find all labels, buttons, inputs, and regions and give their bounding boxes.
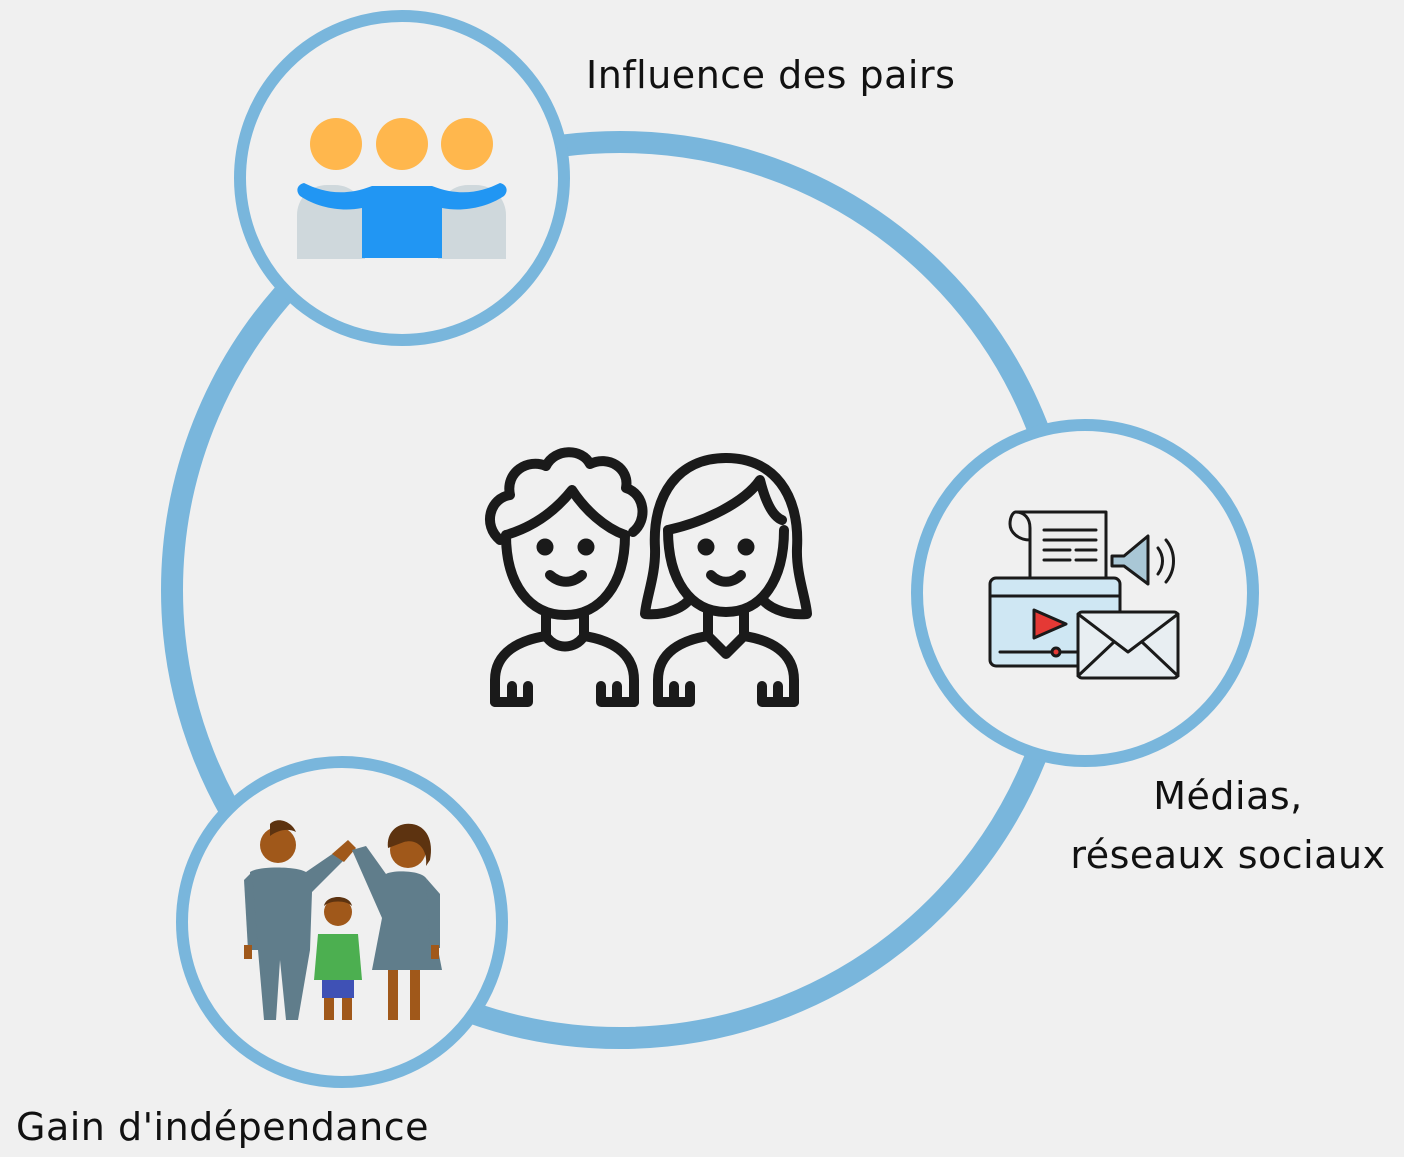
- girl-figure: [640, 453, 812, 707]
- node-media-label-line2: réseaux sociaux: [1070, 832, 1386, 877]
- media-newspaper-video-mail-icon: [988, 510, 1180, 680]
- node-independence: [176, 756, 508, 1088]
- group-of-people-icon: [297, 118, 507, 259]
- node-peers: [234, 10, 570, 346]
- node-peers-label: Influence des pairs: [586, 53, 956, 97]
- node-media-label-line1: Médias,: [1153, 774, 1303, 818]
- boy-figure: [485, 447, 648, 707]
- node-media: [911, 419, 1259, 767]
- node-media-label: Médias, réseaux sociaux: [1058, 767, 1398, 885]
- node-peers-circle: [234, 10, 570, 346]
- two-teenagers-outline-icon: [485, 447, 812, 707]
- node-independence-label: Gain d'indépendance: [16, 1105, 430, 1149]
- family-house-icon: [244, 820, 442, 1020]
